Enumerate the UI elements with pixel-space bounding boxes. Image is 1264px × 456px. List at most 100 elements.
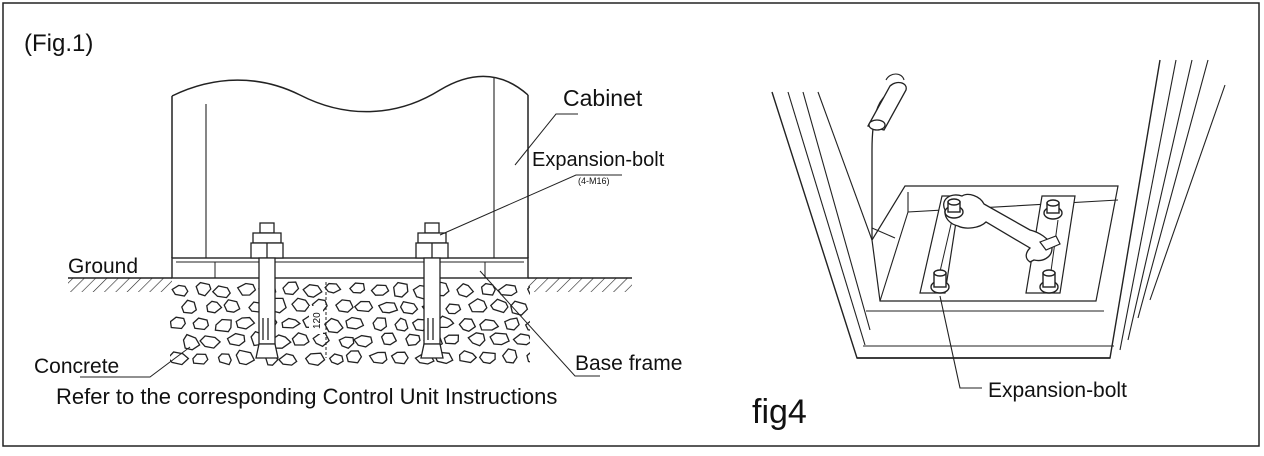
bolt-leader-line [439,174,622,236]
figure-border [2,2,1260,447]
concrete-stone [328,353,344,366]
concrete-stone [181,299,198,314]
depth-dimension: 120 [309,282,327,358]
concrete-stone [353,300,374,313]
concrete-stone [345,316,365,330]
concrete-stone [170,351,190,366]
concrete-stone [192,317,210,331]
concrete-stone [377,301,399,314]
concrete-stone [349,282,366,294]
concrete-stone [291,297,311,312]
concrete-stone [323,317,344,334]
concrete-stone [368,351,388,364]
concrete-stone [380,332,398,346]
concrete-stone [291,332,310,346]
concrete-stone [504,317,520,331]
concrete-stone [393,281,409,298]
concrete-stone [235,349,256,366]
concrete-stone [510,300,529,316]
concrete-stone [302,284,323,298]
concrete-stone [171,284,189,297]
concrete-stone [199,335,222,349]
concrete-stone [182,333,201,351]
base-frame-label: Base frame [575,352,682,375]
concrete-stone [206,300,223,314]
concrete-stone [399,300,419,315]
concrete-stone [394,317,409,332]
fig4-bolt-label: Expansion-bolt [988,379,1127,402]
concrete-stone [195,281,212,297]
concrete-stone [211,285,231,299]
concrete-stone [338,336,355,349]
concrete-stone [458,318,477,333]
fig1-label: (Fig.1) [24,30,93,57]
fig4-bolt-leader-line [939,295,982,389]
concrete-stone [526,285,530,295]
concrete-stone [524,320,530,331]
concrete-stone [312,332,330,348]
fig1-group: (Fig.1) [24,30,682,409]
concrete-stone [236,282,257,296]
concrete-stone [335,299,354,313]
fig4-bolt-bottom-left [930,269,950,294]
fig4-bolt-top-left [944,198,964,219]
concrete-stone [226,332,246,347]
fig4-label: fig4 [752,393,807,431]
cabinet-leader-line [514,113,578,166]
concrete-stone [170,316,187,330]
concrete-stone [281,317,302,329]
concrete-stone [468,298,488,313]
concrete-stone [370,284,390,296]
concrete-stone [217,353,232,366]
concrete-stone [324,282,342,294]
fig4-bolt-bottom-right [1039,269,1059,294]
concrete-stone [235,316,256,330]
fig4-group [771,59,1226,389]
concrete-stone [535,334,554,348]
base-frame [171,257,529,279]
concrete-stone [277,353,298,366]
depth-dimension-label: 120 [312,312,323,329]
cabinet [171,75,529,258]
concrete-stone [526,352,530,363]
fig1-caption: Refer to the corresponding Control Unit … [56,384,557,409]
concrete-stone [534,302,550,311]
concrete-stone [311,298,328,312]
concrete-stone [456,283,475,298]
concrete-stone [372,317,388,332]
expansion-bolt-left [250,222,284,359]
fig4-bolt-top-right [1043,199,1063,220]
concrete-stone [353,334,373,348]
ground-hatch [68,277,632,292]
concrete-stone [390,351,409,365]
concrete-stone [345,350,363,364]
concrete-leader-line [80,346,191,378]
concrete-stone [478,351,496,365]
concrete-stone [282,281,300,296]
concrete-stone [192,353,209,365]
bolt-spec-label: (4-M16) [578,176,610,186]
concrete-stone [304,352,326,366]
concrete-stone [214,318,232,333]
base-frame-leader-line [479,270,600,377]
concrete-stone [512,333,530,346]
concrete-stone [497,284,518,297]
concrete-label: Concrete [34,355,119,378]
wrench-icon [943,193,1053,263]
fig1-bolt-label: Expansion-bolt [532,149,665,171]
concrete-stone [489,298,509,314]
concrete-stone [489,332,510,346]
concrete-stone [445,303,462,315]
concrete-stone [443,334,460,345]
ground-label: Ground [68,255,138,278]
concrete-stone [223,299,241,313]
concrete-stone [458,350,478,364]
cabinet-label: Cabinet [563,85,643,111]
concrete-stone [501,348,518,364]
concrete-stone [479,318,500,331]
expansion-bolt-right [415,222,449,359]
concrete-block [170,281,554,366]
concrete-stone [405,333,421,347]
